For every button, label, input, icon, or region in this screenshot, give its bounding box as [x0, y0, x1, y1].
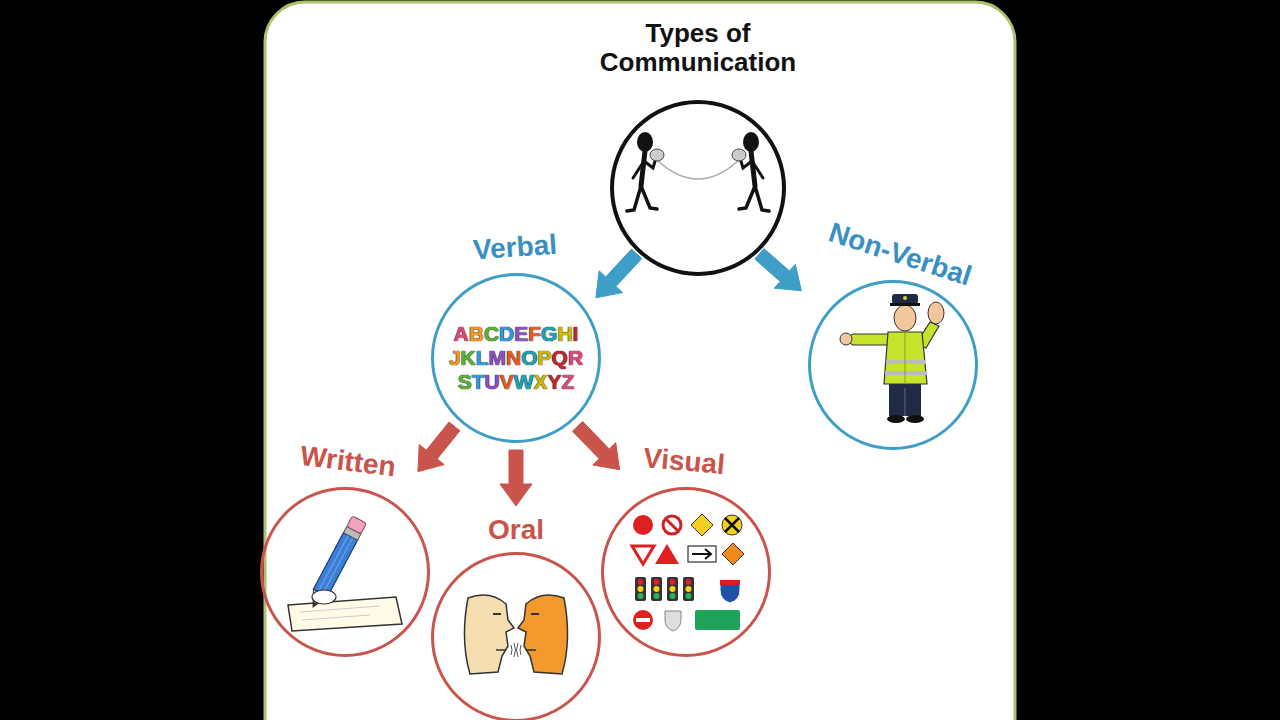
block-arrow	[418, 422, 460, 472]
circle-border	[612, 102, 784, 274]
block-arrow	[755, 249, 802, 291]
circle-border	[433, 554, 600, 720]
talking-faces	[464, 595, 567, 674]
block-arrow	[573, 422, 620, 470]
circle-outline	[610, 100, 786, 276]
alphabet-text: ABCDEFGHI JKLMNOPQR STUVWXYZ	[449, 322, 583, 394]
circle-node: Visual	[601, 487, 771, 657]
circle-node: VerbalABCDEFGHI JKLMNOPQR STUVWXYZ	[431, 273, 601, 443]
circle-border	[810, 282, 977, 449]
pencil-and-paper	[288, 516, 402, 631]
circle-outline	[808, 280, 978, 450]
node-heading: Verbal	[472, 230, 558, 267]
policeman	[840, 294, 944, 423]
circle-border	[603, 489, 770, 656]
circle-outline	[260, 487, 430, 657]
circle-border	[262, 489, 429, 656]
node-heading: Oral	[488, 515, 544, 546]
block-arrow	[500, 450, 532, 506]
circle-node: Oral	[431, 552, 601, 720]
road-signs	[632, 514, 744, 631]
circle-node: Types of Communication	[610, 100, 786, 276]
string-phone-figures	[627, 132, 769, 211]
block-arrow	[596, 249, 642, 298]
node-heading: Types of Communication	[578, 19, 818, 76]
circle-node: Non-Verbal	[808, 280, 978, 450]
circle-outline	[431, 552, 601, 720]
circle-border	[433, 275, 600, 442]
circle-outline	[601, 487, 771, 657]
circle-node: Written	[260, 487, 430, 657]
